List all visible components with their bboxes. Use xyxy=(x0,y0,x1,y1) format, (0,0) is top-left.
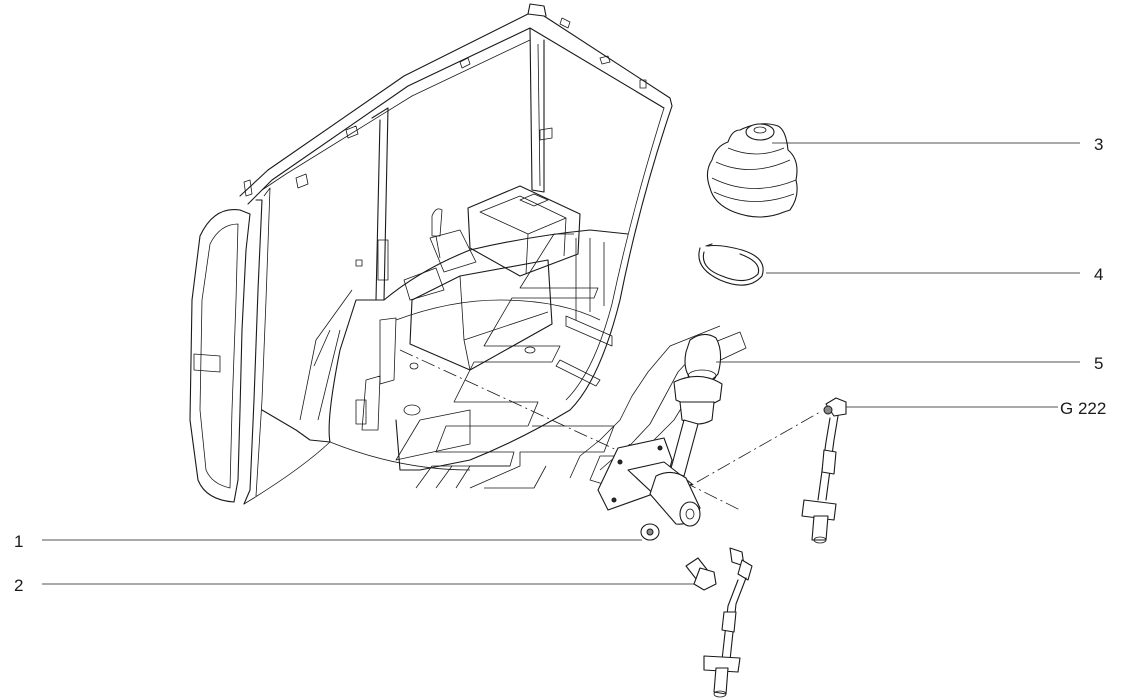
rubber-boot-part-3 xyxy=(706,123,798,218)
bolt-part-2 xyxy=(685,557,717,591)
centerline-cable xyxy=(675,411,821,495)
callout-2: 2 xyxy=(14,576,23,595)
callout-labels: 3 4 5 G 222 1 2 xyxy=(14,135,1106,595)
leader-lines xyxy=(42,142,1080,585)
callout-1: 1 xyxy=(14,532,23,551)
joystick-part-5 xyxy=(597,333,723,527)
centerline xyxy=(399,349,741,511)
washer-part-1 xyxy=(640,523,660,541)
callout-g222: G 222 xyxy=(1060,399,1106,418)
callout-4: 4 xyxy=(1094,265,1103,284)
cab-frame xyxy=(189,3,673,505)
cable-g222 xyxy=(801,397,847,544)
circlip-ring-part-4 xyxy=(698,243,764,286)
lower-cable-linkage xyxy=(703,547,753,698)
callout-5: 5 xyxy=(1094,354,1103,373)
callout-3: 3 xyxy=(1094,135,1103,154)
floor-cutout-outline xyxy=(415,233,747,489)
